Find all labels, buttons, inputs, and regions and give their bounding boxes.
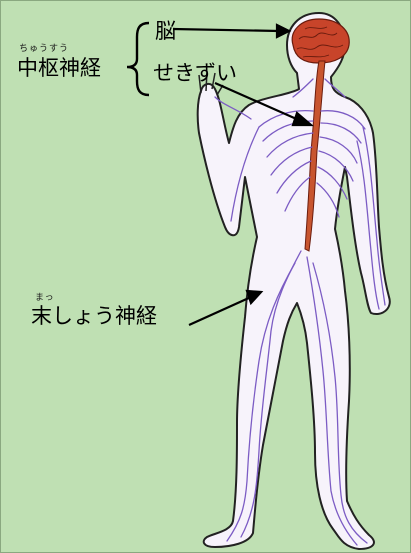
spinal-cord-label: せきずい: [153, 57, 237, 87]
cns-label: 中枢神経: [17, 52, 101, 82]
pns-label: 末しょう神経: [31, 300, 157, 330]
cns-brace: [127, 23, 149, 95]
brain-label: 脳: [155, 15, 176, 45]
body-silhouette: [198, 13, 390, 549]
